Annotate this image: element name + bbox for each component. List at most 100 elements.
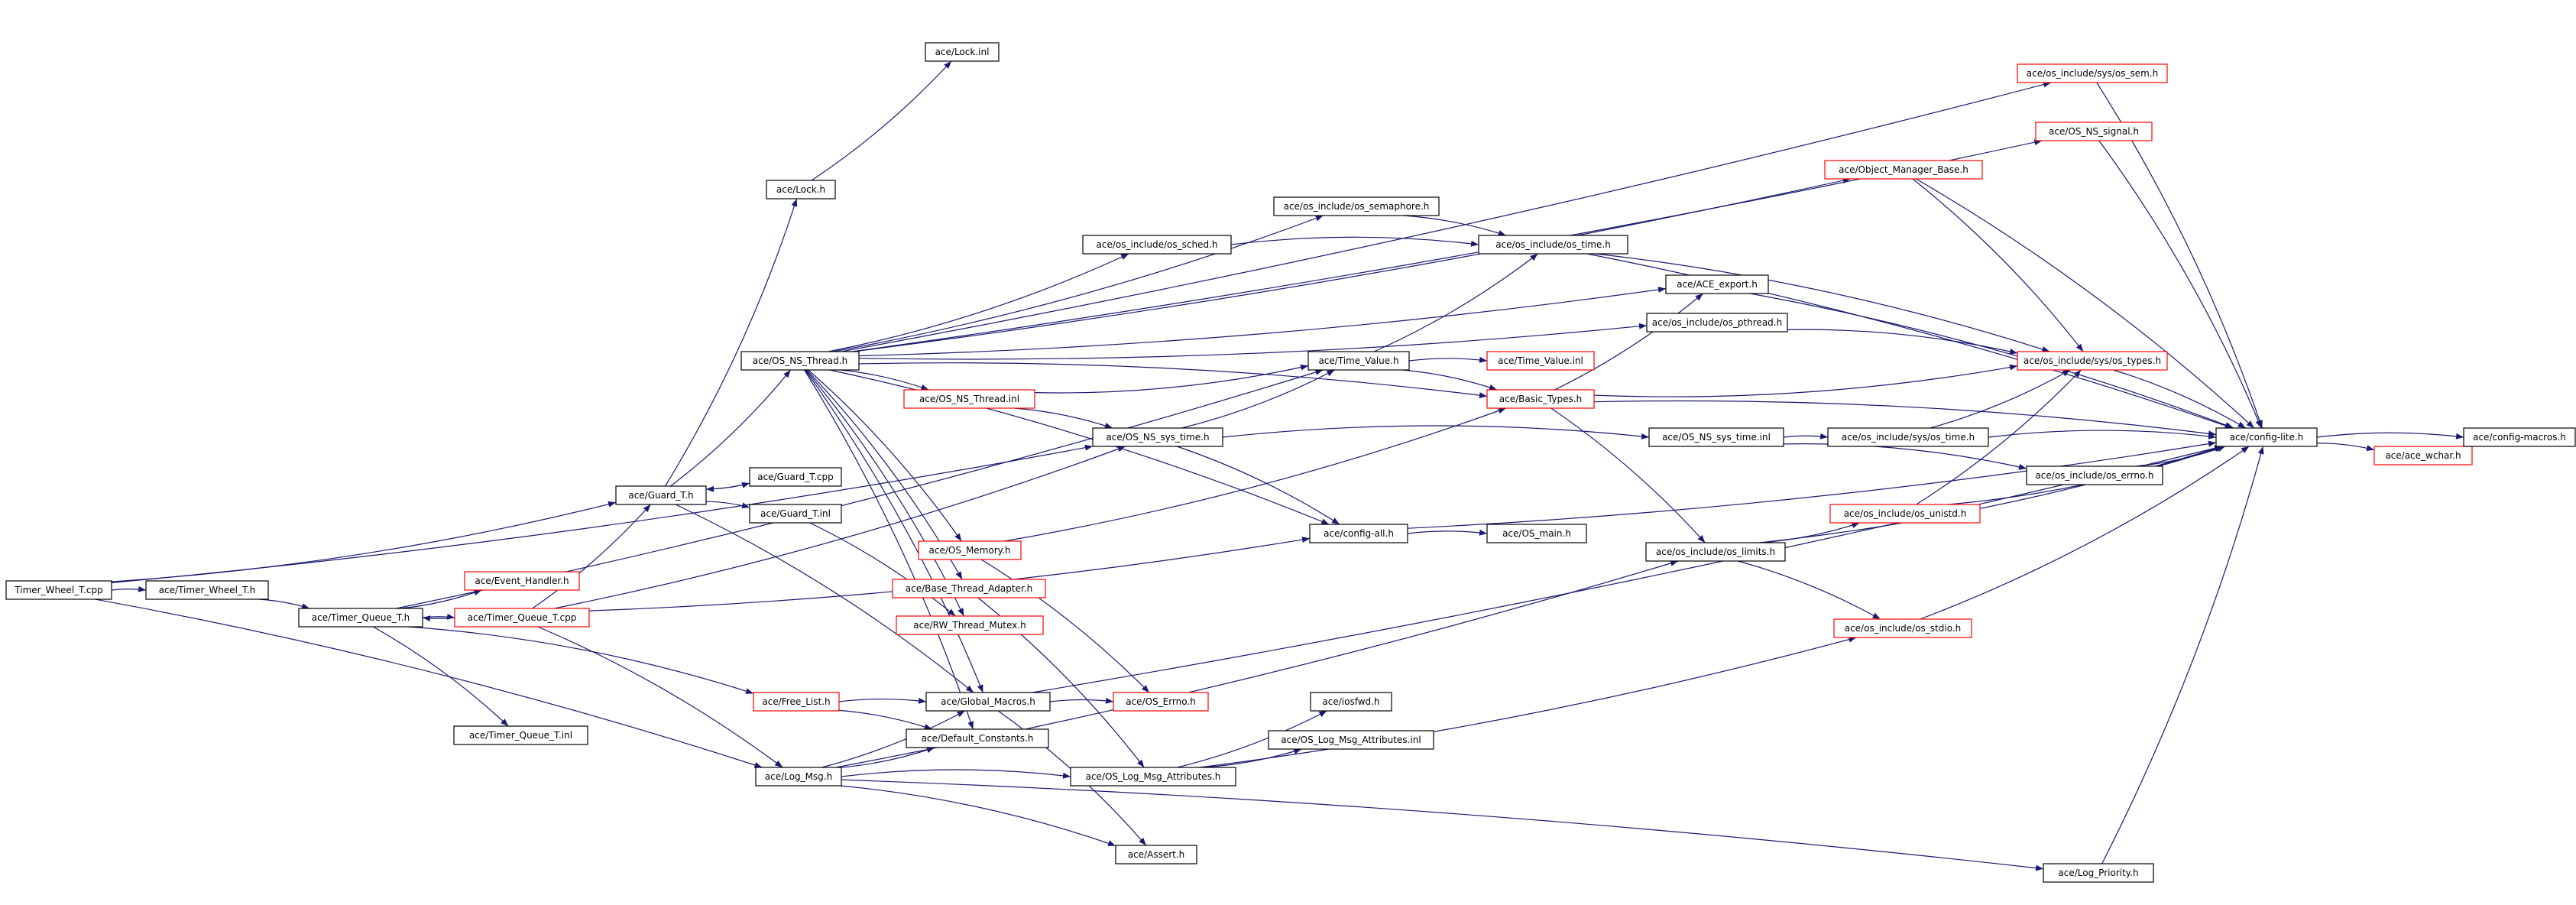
node-ace_export[interactable]: ace/ACE_export.h — [1665, 274, 1769, 294]
node-label: ace/OS_NS_sys_time.inl — [1662, 432, 1771, 443]
node-config_lite[interactable]: ace/config-lite.h — [2215, 427, 2318, 447]
edge-os_ns_thread_inl-to-time_value_h — [1034, 364, 1309, 394]
edge-lock_h-to-lock_inl — [811, 60, 952, 181]
edge-time_value_h-to-basic_types — [1402, 369, 1498, 391]
node-os_ns_thread_h[interactable]: ace/OS_NS_Thread.h — [740, 351, 860, 371]
node-os_ns_thread_inl[interactable]: ace/OS_NS_Thread.inl — [903, 389, 1035, 409]
edge-os_time-to-sys_os_types — [1596, 253, 2050, 352]
node-sys_os_time[interactable]: ace/os_include/sys/os_time.h — [1827, 427, 1989, 447]
node-os_ns_sys_time_h[interactable]: ace/OS_NS_sys_time.h — [1092, 427, 1223, 447]
node-os_errno_h[interactable]: ace/os_include/os_errno.h — [2026, 465, 2163, 485]
edge-log_priority-to-config_lite — [2101, 446, 2264, 864]
edge-config_lite-to-ace_wchar — [2316, 443, 2375, 452]
node-box — [918, 540, 1022, 560]
node-time_value_inl[interactable]: ace/Time_Value.inl — [1486, 351, 1595, 371]
node-base_thread_adapter[interactable]: ace/Base_Thread_Adapter.h — [892, 579, 1046, 598]
node-os_main[interactable]: ace/OS_main.h — [1486, 524, 1587, 543]
node-label: ace/Basic_Types.h — [1499, 394, 1582, 404]
node-os_log_msg_attr_h[interactable]: ace/OS_Log_Msg_Attributes.h — [1070, 767, 1236, 787]
node-global_macros[interactable]: ace/Global_Macros.h — [925, 692, 1051, 712]
node-object_manager_base[interactable]: ace/Object_Manager_Base.h — [1824, 160, 1983, 180]
node-lock_h[interactable]: ace/Lock.h — [766, 180, 836, 199]
edge-os_unistd-to-sys_os_types — [1916, 369, 2082, 505]
node-label: ace/ace_wchar.h — [2385, 450, 2461, 461]
edge-os_memory-to-basic_types — [1004, 407, 1506, 542]
node-timer_wheel_cpp[interactable]: Timer_Wheel_T.cpp — [5, 580, 112, 600]
node-basic_types[interactable]: ace/Basic_Types.h — [1486, 389, 1595, 409]
node-label: ace/Event_Handler.h — [475, 576, 569, 586]
node-os_memory[interactable]: ace/OS_Memory.h — [918, 540, 1022, 560]
node-os_limits[interactable]: ace/os_include/os_limits.h — [1645, 542, 1786, 562]
edges-layer — [95, 60, 2464, 871]
edge-os_ns_thread_h-to-basic_types — [858, 362, 1488, 399]
node-free_list[interactable]: ace/Free_List.h — [753, 692, 840, 712]
node-guard_h[interactable]: ace/Guard_T.h — [615, 485, 707, 505]
node-timer_queue_cpp[interactable]: ace/Timer_Queue_T.cpp — [454, 608, 590, 628]
edge-sys_os_time-to-config_lite — [1988, 430, 2217, 440]
node-timer_queue_inl[interactable]: ace/Timer_Queue_T.inl — [453, 725, 588, 745]
node-guard_cpp[interactable]: ace/Guard_T.cpp — [749, 467, 842, 487]
node-lock_inl[interactable]: ace/Lock.inl — [925, 42, 1000, 62]
node-os_time[interactable]: ace/os_include/os_time.h — [1478, 235, 1628, 255]
edge-os_limits-to-os_stdio — [1738, 560, 1881, 620]
edge-timer_wheel_cpp-to-guard_h — [111, 501, 617, 582]
node-box — [2026, 465, 2163, 485]
node-box — [1268, 730, 1434, 750]
edge-guard_inl-to-rw_thread_mutex — [809, 522, 956, 617]
edge-global_macros-to-os_errno — [1049, 697, 1114, 704]
node-log_priority[interactable]: ace/Log_Priority.h — [2043, 863, 2154, 883]
node-ace_wchar[interactable]: ace/ace_wchar.h — [2373, 446, 2473, 465]
edge-os_ns_thread_h-to-os_ns_thread_inl — [841, 369, 929, 391]
node-config_all[interactable]: ace/config-all.h — [1309, 524, 1408, 543]
node-box — [906, 728, 1049, 748]
node-os_semaphore[interactable]: ace/os_include/os_semaphore.h — [1273, 196, 1440, 216]
edge-os_ns_signal-to-config_lite — [2098, 140, 2262, 429]
edge-log_msg-to-assert_h — [841, 785, 1116, 847]
node-os_sched[interactable]: ace/os_include/os_sched.h — [1082, 235, 1232, 255]
node-guard_inl[interactable]: ace/Guard_T.inl — [749, 504, 842, 524]
node-label: ace/OS_Log_Msg_Attributes.inl — [1281, 735, 1421, 745]
edge-os_ns_thread_h-to-os_sched — [828, 253, 1129, 352]
node-timer_wheel_h[interactable]: ace/Timer_Wheel_T.h — [145, 580, 269, 600]
node-log_msg[interactable]: ace/Log_Msg.h — [755, 767, 842, 787]
node-label: ace/Object_Manager_Base.h — [1839, 164, 1968, 175]
node-label: ace/Free_List.h — [762, 696, 830, 707]
node-label: ace/OS_NS_Thread.h — [753, 355, 847, 366]
node-os_errno[interactable]: ace/OS_Errno.h — [1113, 692, 1209, 712]
edge-timer_wheel_cpp-to-timer_wheel_h — [111, 585, 147, 592]
edge-timer_queue_h-to-free_list — [408, 626, 754, 694]
node-assert_h[interactable]: ace/Assert.h — [1115, 845, 1197, 864]
node-box — [1310, 692, 1392, 712]
node-default_constants[interactable]: ace/Default_Constants.h — [906, 728, 1049, 748]
edge-basic_types-to-config_lite — [1593, 400, 2217, 437]
node-label: ace/OS_Log_Msg_Attributes.h — [1086, 771, 1221, 782]
node-label: ace/Default_Constants.h — [922, 733, 1034, 744]
node-label: ace/ACE_export.h — [1677, 279, 1758, 290]
edge-free_list-to-default_constants — [838, 709, 932, 730]
node-sys_os_sem[interactable]: ace/os_include/sys/os_sem.h — [2017, 63, 2168, 83]
node-event_handler[interactable]: ace/Event_Handler.h — [464, 571, 580, 591]
node-box — [1115, 845, 1197, 864]
node-os_ns_signal[interactable]: ace/OS_NS_signal.h — [2035, 122, 2153, 141]
node-config_macros[interactable]: ace/config-macros.h — [2463, 427, 2576, 447]
node-box — [892, 579, 1046, 598]
node-os_log_msg_attr_inl[interactable]: ace/OS_Log_Msg_Attributes.inl — [1268, 730, 1434, 750]
node-os_pthread[interactable]: ace/os_include/os_pthread.h — [1646, 313, 1788, 332]
node-label: ace/os_include/os_limits.h — [1656, 547, 1775, 557]
edge-guard_cpp-to-guard_h — [705, 482, 750, 492]
node-time_value_h[interactable]: ace/Time_Value.h — [1307, 351, 1410, 371]
node-box — [1092, 427, 1223, 447]
node-timer_queue_h[interactable]: ace/Timer_Queue_T.h — [298, 608, 423, 628]
node-label: ace/Timer_Queue_T.h — [312, 612, 410, 623]
node-os_ns_sys_time_inl[interactable]: ace/OS_NS_sys_time.inl — [1648, 427, 1784, 447]
edge-os_ns_thread_h-to-os_semaphore — [833, 215, 1324, 352]
edge-timer_queue_cpp-to-guard_h — [532, 504, 651, 609]
node-rw_thread_mutex[interactable]: ace/RW_Thread_Mutex.h — [896, 615, 1044, 635]
node-os_stdio[interactable]: ace/os_include/os_stdio.h — [1833, 618, 1972, 638]
node-sys_os_types[interactable]: ace/os_include/sys/os_types.h — [2017, 351, 2168, 371]
node-iosfwd[interactable]: ace/iosfwd.h — [1310, 692, 1392, 712]
edge-os_pthread-to-sys_os_types — [1787, 329, 2018, 355]
node-label: ace/Time_Value.h — [1318, 355, 1398, 366]
node-label: ace/Guard_T.h — [628, 490, 693, 501]
node-os_unistd[interactable]: ace/os_include/os_unistd.h — [1829, 504, 1981, 524]
